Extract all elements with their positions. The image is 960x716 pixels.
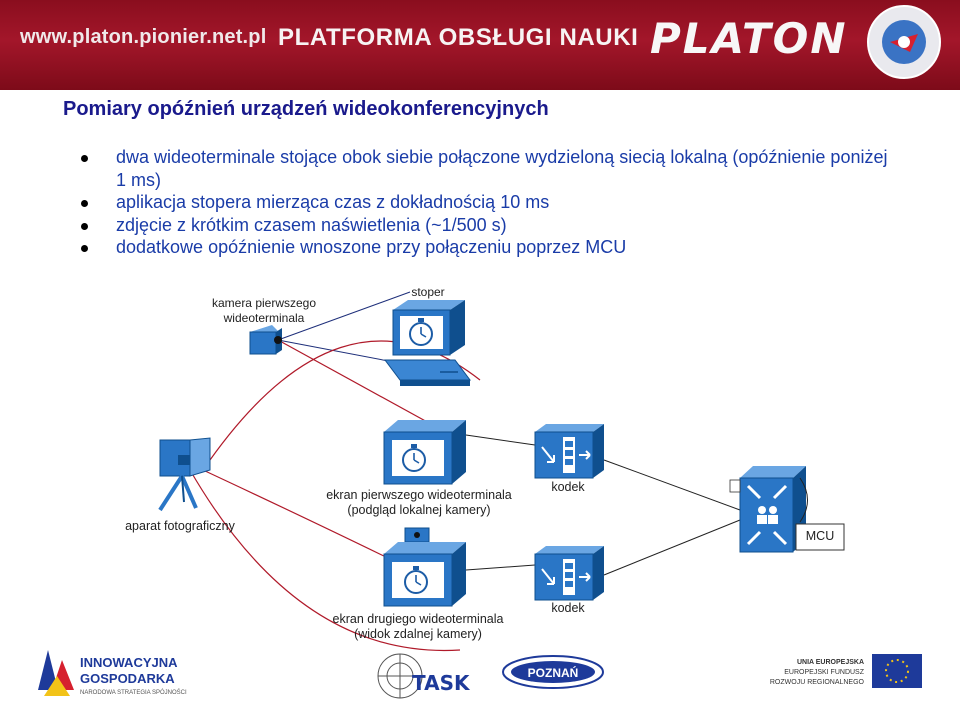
task-logo: TASK xyxy=(377,653,471,699)
eu-line-3: ROZWOJU REGIONALNEGO xyxy=(770,679,865,686)
bullet-text: zdjęcie z krótkim czasem naświetlenia (~… xyxy=(116,214,507,235)
ig-line-1: INNOWACYJNA xyxy=(80,655,178,670)
codec-1-icon xyxy=(534,424,604,479)
task-text: TASK xyxy=(412,671,471,695)
screen-1-label-line-2: (podgląd lokalnej kamery) xyxy=(347,503,491,517)
photo-camera-icon xyxy=(158,437,211,512)
bullet-dot-icon xyxy=(81,222,88,230)
bullet-text: dwa wideoterminale stojące obok siebie p… xyxy=(116,147,888,190)
header-banner: www.platon.pionier.net.pl PLATFORMA OBSŁ… xyxy=(0,0,960,90)
stopwatch-label: stoper xyxy=(411,285,445,299)
stopwatch-computer-icon xyxy=(384,300,471,386)
bullet-list: dwa wideoterminale stojące obok siebie p… xyxy=(78,146,898,259)
network-links xyxy=(465,434,741,576)
innowacyjna-gospodarka-logo: INNOWACYJNA GOSPODARKA NARODOWA STRATEGI… xyxy=(35,648,187,696)
camera-label-line-2: wideoterminala xyxy=(223,311,305,325)
camera-label-line-1: kamera pierwszego xyxy=(211,296,317,310)
banner-url[interactable]: www.platon.pionier.net.pl xyxy=(20,26,267,48)
slide-title: Pomiary opóźnień urządzeń wideokonferenc… xyxy=(63,98,549,120)
bullet-text: dodatkowe opóźnienie wnoszone przy połąc… xyxy=(116,237,627,257)
bullet-dot-icon xyxy=(81,155,88,162)
eu-logo: UNIA EUROPEJSKA EUROPEJSKI FUNDUSZ ROZWO… xyxy=(770,654,922,688)
eu-line-2: EUROPEJSKI FUNDUSZ xyxy=(784,669,864,676)
screen-1-label: ekran pierwszego wideoterminala (podgląd… xyxy=(318,488,520,518)
ig-line-3: NARODOWA STRATEGIA SPÓJNOŚCI xyxy=(80,688,187,696)
pionier-seal-icon xyxy=(867,5,941,79)
bullet-item: dodatkowe opóźnienie wnoszone przy połąc… xyxy=(78,236,898,259)
mcu-label: MCU xyxy=(805,529,835,543)
screen-2-label-line-2: (widok zdalnej kamery) xyxy=(354,627,482,641)
camera-label: kamera pierwszego wideoterminala xyxy=(200,296,328,326)
bullet-item: dwa wideoterminale stojące obok siebie p… xyxy=(78,146,898,191)
photo-camera-label: aparat fotograficzny xyxy=(125,519,235,533)
screen-1-label-line-1: ekran pierwszego wideoterminala xyxy=(326,488,512,502)
screen-2-label: ekran drugiego wideoterminala (widok zda… xyxy=(323,612,513,642)
banner-platform-title: PLATFORMA OBSŁUGI NAUKI xyxy=(278,24,639,51)
bullet-dot-icon xyxy=(81,245,88,252)
footer-logos: INNOWACYJNA GOSPODARKA NARODOWA STRATEGI… xyxy=(35,648,922,699)
ig-line-2: GOSPODARKA xyxy=(80,671,175,686)
codec-2-icon xyxy=(534,546,604,601)
screen-2-label-line-1: ekran drugiego wideoterminala xyxy=(332,612,504,626)
screen-2-icon xyxy=(383,527,466,607)
poznan-logo: POZNAŃ xyxy=(502,655,604,689)
bullet-text: aplikacja stopera mierząca czas z dokład… xyxy=(116,192,550,212)
banner-brand: PLATON xyxy=(650,14,848,63)
bullet-item: aplikacja stopera mierząca czas z dokład… xyxy=(78,191,898,214)
bullet-dot-icon xyxy=(81,200,88,207)
eu-line-1: UNIA EUROPEJSKA xyxy=(797,659,864,666)
poznan-text: POZNAŃ xyxy=(528,665,579,680)
mcu-icon xyxy=(729,466,845,553)
codec-1-label: kodek xyxy=(551,480,585,494)
sight-lines xyxy=(189,291,481,652)
screen-1-icon xyxy=(383,420,466,485)
videoterminal-camera-icon xyxy=(249,325,282,355)
bullet-item: zdjęcie z krótkim czasem naświetlenia (~… xyxy=(78,214,898,237)
codec-2-label: kodek xyxy=(551,601,585,615)
